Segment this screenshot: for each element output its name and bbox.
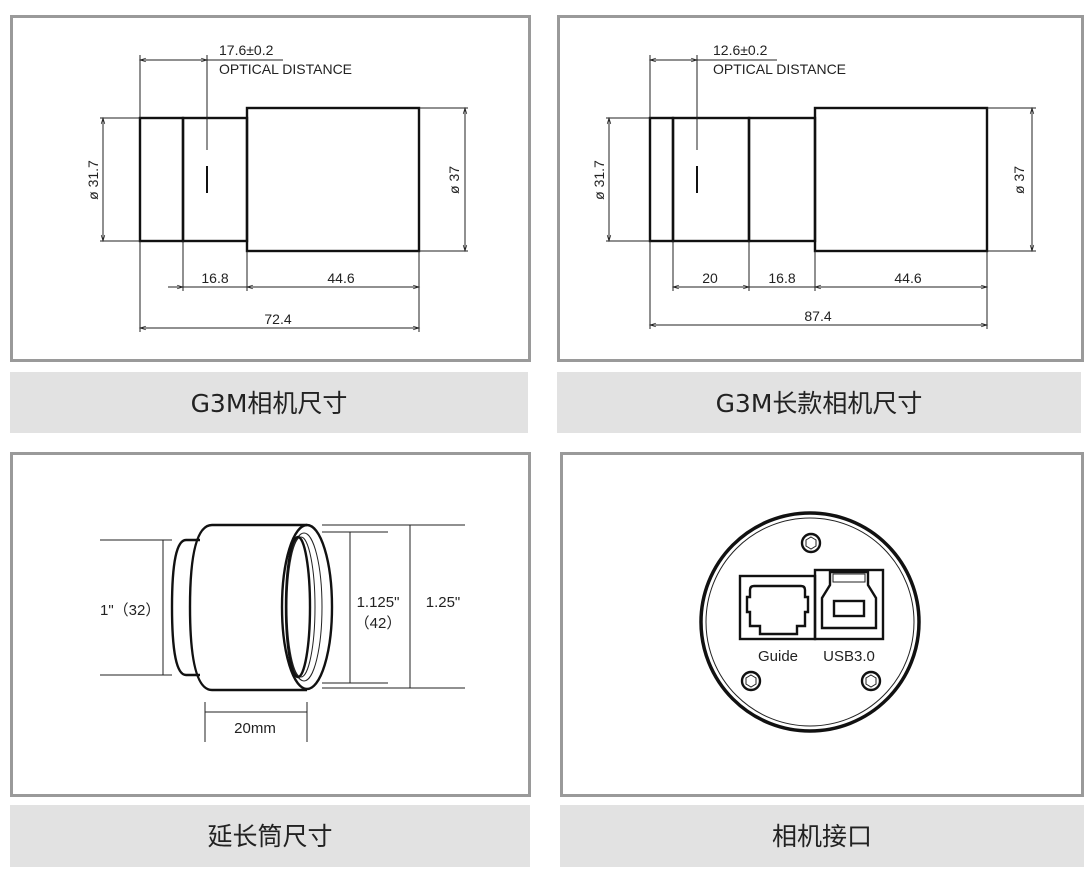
segment-a-length: 16.8 — [768, 270, 795, 286]
optical-distance-label: OPTICAL DISTANCE — [219, 61, 352, 77]
caption: G3M相机尺寸 — [191, 389, 348, 418]
panel-g3m-dimensions: 17.6±0.2 OPTICAL DISTANCE ø 31.7 ø 37 16… — [10, 15, 531, 433]
panel-extension-tube: 1"（32） 1.125" （42） 1.25" 20mm 延长筒尺寸 — [10, 452, 531, 867]
caption: 相机接口 — [772, 822, 872, 851]
screw-icon — [860, 670, 882, 692]
caption-bar — [10, 372, 528, 433]
optical-distance-label: OPTICAL DISTANCE — [713, 61, 846, 77]
screw-icon — [740, 670, 762, 692]
total-length: 72.4 — [264, 311, 291, 327]
caption: 延长筒尺寸 — [207, 822, 332, 851]
usb-port-label: USB3.0 — [823, 648, 875, 665]
diameter-small: ø 31.7 — [591, 160, 607, 200]
tube-length: 20mm — [234, 720, 276, 737]
diameter-large: ø 37 — [446, 166, 462, 194]
panel-g3m-long-dimensions: 12.6±0.2 OPTICAL DISTANCE ø 31.7 ø 37 20… — [557, 15, 1084, 433]
segment-b-length: 44.6 — [894, 270, 921, 286]
caption: G3M长款相机尺寸 — [716, 389, 923, 418]
caption-bar — [557, 372, 1081, 433]
optical-distance-value: 12.6±0.2 — [713, 42, 768, 58]
optical-distance-value: 17.6±0.2 — [219, 42, 274, 58]
screw-icon — [800, 532, 822, 554]
panel-frame — [10, 15, 531, 362]
extension-tube-drawing — [100, 523, 465, 742]
usb-port-icon — [813, 568, 885, 641]
camera-drawing — [100, 55, 468, 332]
camera-drawing — [606, 55, 1036, 329]
caption-bar — [10, 805, 530, 867]
panel-camera-interface: Guide USB3.0 相机接口 — [560, 452, 1084, 867]
camera-back-drawing — [699, 511, 921, 733]
segment-0-length: 20 — [702, 270, 718, 286]
segment-b-length: 44.6 — [327, 270, 354, 286]
inner-diameter-mm: （42） — [355, 615, 402, 632]
outer-diameter: 1.25" — [426, 594, 461, 611]
diameter-large: ø 37 — [1011, 166, 1027, 194]
panel-frame — [10, 452, 531, 797]
guide-port-label: Guide — [758, 648, 798, 665]
diameter-small: ø 31.7 — [85, 160, 101, 200]
small-diameter: 1"（32） — [100, 602, 160, 619]
caption-bar — [560, 805, 1084, 867]
segment-a-length: 16.8 — [201, 270, 228, 286]
inner-diameter: 1.125" — [357, 594, 400, 611]
total-length: 87.4 — [804, 308, 831, 324]
panel-frame — [557, 15, 1084, 362]
